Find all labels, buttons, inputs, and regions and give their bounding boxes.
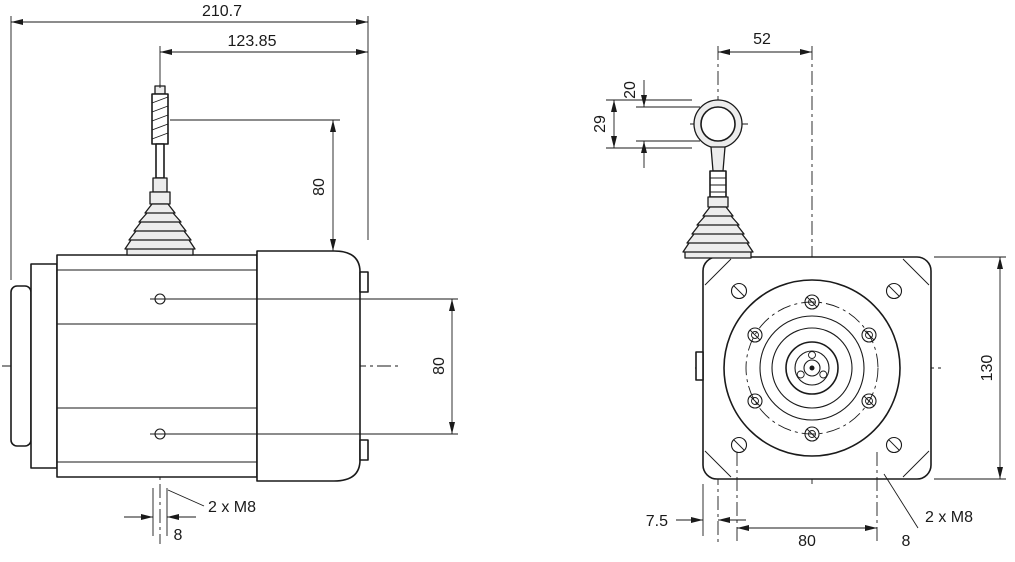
flange-screw	[747, 327, 763, 343]
dim-corner-offset-label: 8	[902, 533, 911, 550]
flange-screw	[861, 393, 877, 409]
dim-cable-edge-offset: 7.5	[646, 484, 746, 536]
cable-gland	[149, 191, 171, 205]
dim-eyelet-bore: 20	[622, 80, 700, 168]
dim-cable-height: 80	[170, 119, 340, 251]
dim-corner-thread: 8 2 x M8	[883, 473, 973, 550]
shaft-center	[809, 365, 815, 371]
end-cap	[30, 263, 58, 469]
side-view: 210.7 123.85 80 80 8 2 x M8	[2, 3, 458, 544]
eyelet-bore	[700, 106, 736, 142]
corner-chamfers	[704, 258, 930, 478]
dim-body-height-label: 130	[979, 355, 996, 382]
dim-thread-side: 8 2 x M8	[124, 488, 256, 544]
flange-screws	[747, 294, 877, 442]
dim-overall-length-label: 210.7	[202, 3, 242, 20]
dim-thread-side-label: 8	[174, 527, 183, 544]
cable-crimp-front	[709, 170, 727, 198]
thread-label-front: 2 x M8	[925, 509, 973, 526]
dim-hole-spacing-front: 80	[736, 452, 878, 550]
crimp-stripes-front	[710, 177, 726, 193]
corner-screw	[885, 436, 903, 454]
drum-inner-circle	[771, 327, 853, 409]
hub-screw	[796, 370, 805, 379]
eyelet-stem	[710, 146, 726, 172]
corner-screw	[885, 282, 903, 300]
thread-label-side: 2 x M8	[208, 499, 256, 516]
cable-neck	[155, 143, 165, 179]
corner-screws	[730, 282, 903, 454]
dim-hole-spacing-side-label: 80	[431, 357, 448, 375]
cable-plug	[124, 85, 196, 256]
dim-eyelet-width: 29	[592, 99, 692, 149]
cable-gland-front	[707, 196, 729, 208]
housing-body	[56, 254, 258, 478]
plug-crimp-stripes	[151, 96, 169, 140]
flange-plate	[10, 285, 32, 447]
hub-screw	[819, 370, 828, 379]
dim-cable-height-label: 80	[311, 178, 328, 196]
flange-screw	[804, 426, 820, 442]
mounting-tab-top	[359, 271, 369, 293]
dim-hole-spacing-side: 80	[170, 298, 458, 435]
side-tab	[695, 351, 704, 381]
thread-leader-line	[167, 489, 205, 507]
hub-screw	[808, 351, 816, 359]
dim-cable-to-center-label: 52	[753, 31, 771, 48]
dim-hole-spacing-front-label: 80	[798, 533, 816, 550]
cable-bellows	[124, 203, 196, 256]
dim-cable-to-end-label: 123.85	[228, 33, 277, 50]
drum-housing	[256, 250, 361, 482]
wire-eyelet-assembly	[682, 99, 754, 259]
cable-connector	[152, 177, 168, 193]
dim-body-height: 130	[934, 256, 1006, 480]
housing-seams	[57, 269, 257, 463]
dim-overall-length: 210.7	[10, 3, 369, 280]
dim-cable-to-end: 123.85	[159, 33, 368, 88]
front-view: 52 29 20 130 7.5	[592, 31, 1006, 550]
shaft-circle	[803, 359, 821, 377]
cable-bellows-front	[682, 206, 754, 259]
corner-screw	[730, 282, 748, 300]
drum-face-circle	[759, 315, 865, 421]
flange-screw	[804, 294, 820, 310]
thread-leader-front	[883, 473, 919, 529]
plug-crimp	[151, 93, 169, 145]
hub-inner-circle	[794, 350, 830, 386]
mounting-tab-bottom	[359, 439, 369, 461]
flange-screw	[747, 393, 763, 409]
dim-cable-to-center: 52	[718, 31, 812, 55]
dim-cable-edge-offset-label: 7.5	[646, 513, 668, 530]
dim-eyelet-bore-label: 20	[622, 81, 639, 99]
flange-screw	[861, 327, 877, 343]
corner-screw	[730, 436, 748, 454]
dim-eyelet-width-label: 29	[592, 115, 609, 133]
